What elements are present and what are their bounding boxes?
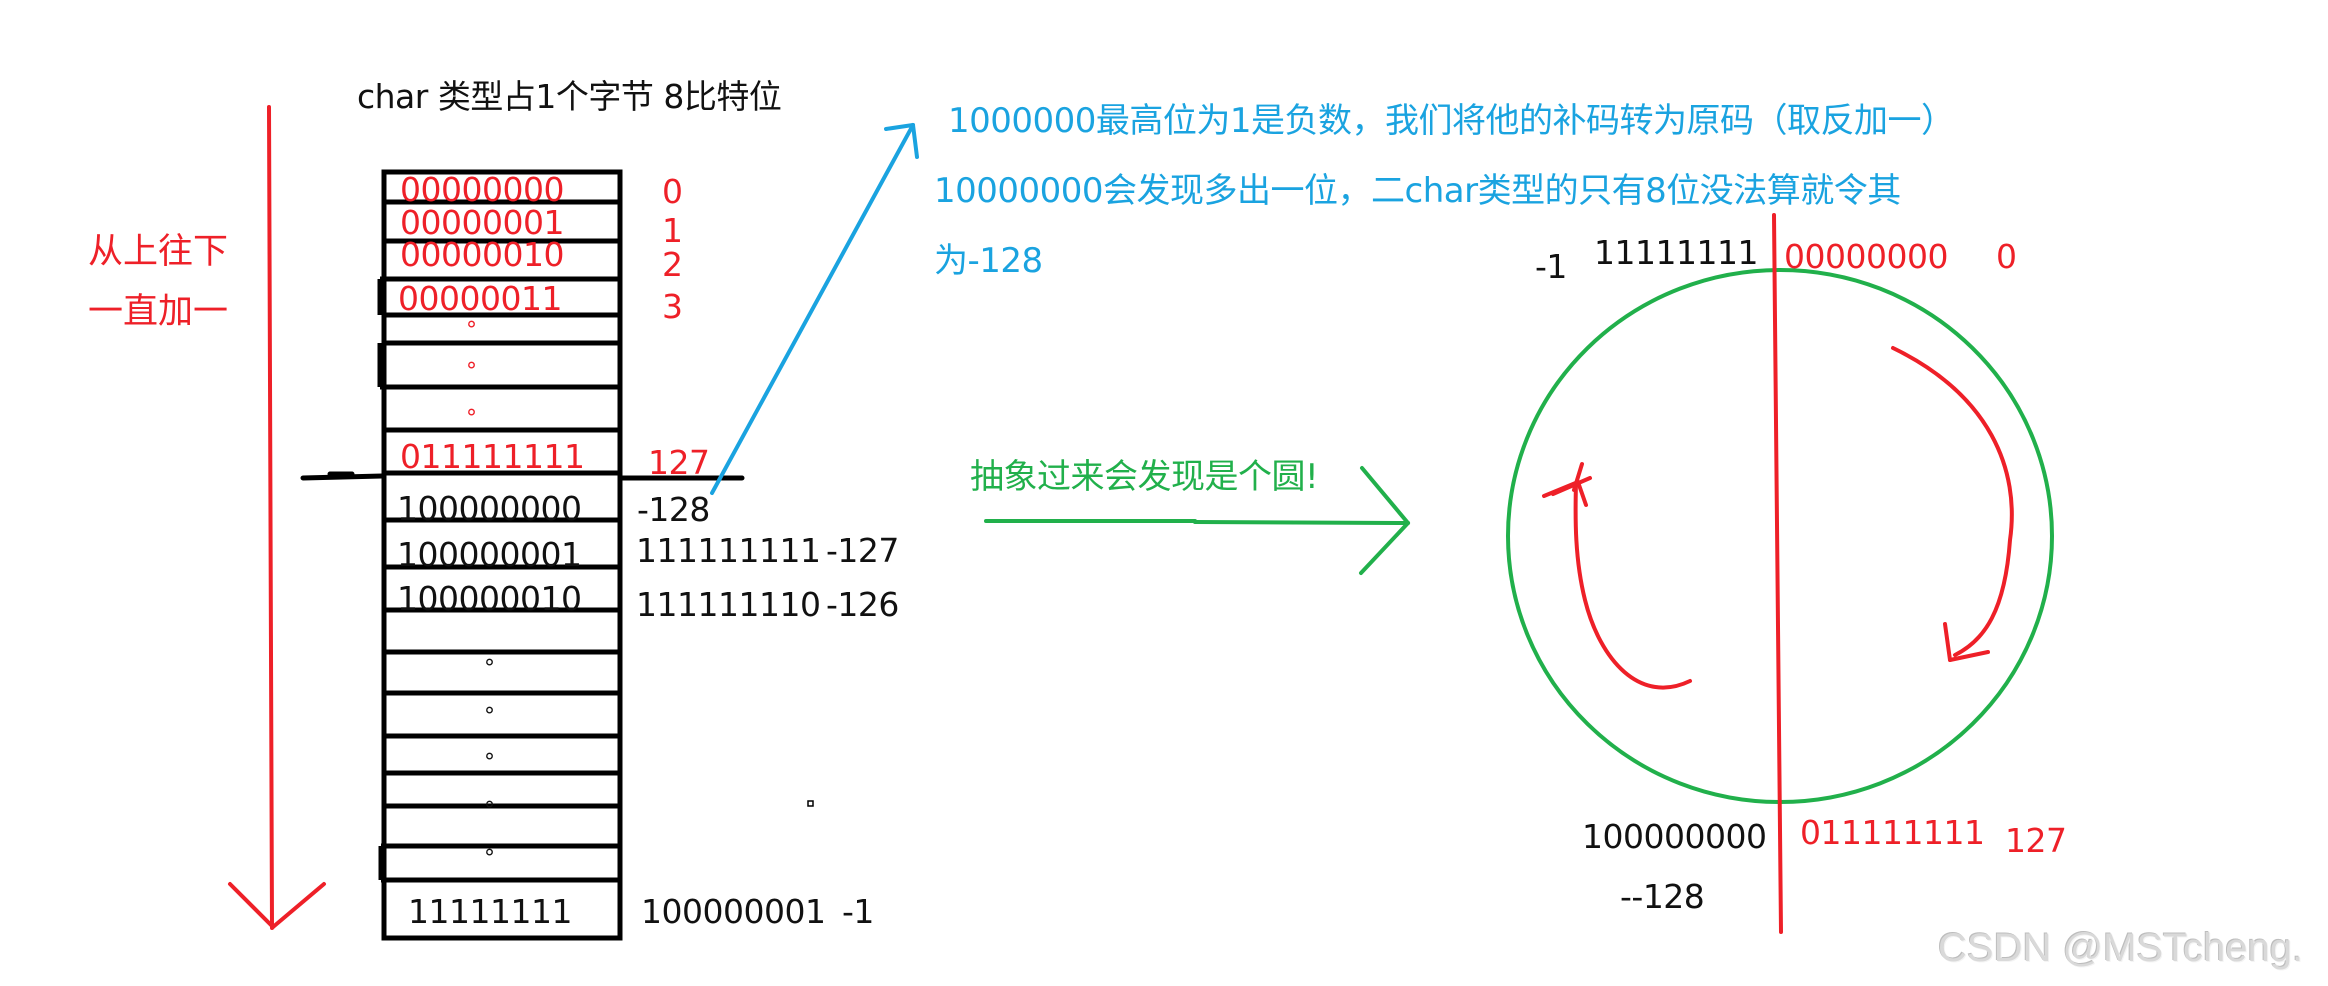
abstraction-label: 抽象过来会发现是个圆! <box>970 457 1319 497</box>
circle-bottom-left-decimal: --128 <box>1620 877 1705 916</box>
row-decimal: -128 <box>637 490 710 529</box>
circle-top-left-decimal: -1 <box>1535 247 1567 286</box>
ellipsis-dot: ° <box>484 704 495 729</box>
explanation-line3: 为-128 <box>934 241 1043 281</box>
watermark: CSDN @MSTcheng. <box>1938 926 2304 970</box>
ellipsis-dot: ° <box>466 318 477 343</box>
row-complement: 111111110 <box>636 585 821 624</box>
ellipsis-dot: ° <box>466 359 477 384</box>
circle-divider-line <box>1772 213 1783 934</box>
ellipsis-dot: ° <box>484 846 495 871</box>
explanation-line2: 10000000会发现多出一位，二char类型的只有8位没法算就令其 <box>934 171 1901 211</box>
clockwise-arrow-icon <box>1891 346 2014 662</box>
circle-bottom-left-binary: 100000000 <box>1582 817 1767 856</box>
ellipsis-dot: ° <box>484 798 495 823</box>
ellipsis-dot: ° <box>484 656 495 681</box>
circle-bottom-right-binary: 011111111 <box>1800 813 1985 852</box>
circle-top-right-decimal: 0 <box>1996 237 2017 276</box>
row-complement: 100000001 <box>641 892 826 931</box>
pointer-arrow-icon <box>710 123 919 495</box>
row-decimal: 0 <box>662 172 683 211</box>
row-binary: 11111111 <box>408 892 572 931</box>
row-decimal: 2 <box>662 245 683 284</box>
row-binary: 00000000 <box>400 170 564 209</box>
row-binary: 011111111 <box>400 437 585 476</box>
direction-label-line2: 一直加一 <box>88 292 229 332</box>
row-decimal: 1 <box>662 211 683 250</box>
circle-top-right-binary: 00000000 <box>1784 237 1948 276</box>
counterclockwise-arrow-icon <box>1542 462 1692 690</box>
row-complement: 111111111 <box>636 531 821 570</box>
diagram-title: char 类型占1个字节 8比特位 <box>357 77 782 116</box>
row-binary: 00000011 <box>398 279 562 318</box>
circle-bottom-right-decimal: 127 <box>2005 821 2067 860</box>
row-decimal: -126 <box>826 585 899 624</box>
row-binary: 00000010 <box>400 235 564 274</box>
row-binary: 100000010 <box>397 579 582 618</box>
row-binary: 100000001 <box>397 535 582 574</box>
row-binary: 00000001 <box>400 203 564 242</box>
ellipsis-dot: ° <box>484 750 495 775</box>
stray-mark <box>807 800 814 807</box>
row-binary: 100000000 <box>397 489 582 528</box>
row-decimal: -1 <box>842 892 874 931</box>
right-arrow-icon <box>984 466 1410 575</box>
row-decimal: 127 <box>648 443 710 482</box>
direction-label-line1: 从上往下 <box>88 232 229 272</box>
explanation-line1: 1000000最高位为1是负数，我们将他的补码转为原码（取反加一） <box>948 101 1955 141</box>
row-decimal: 3 <box>662 287 683 326</box>
circle-top-left-binary: 11111111 <box>1594 233 1758 272</box>
ellipsis-dot: ° <box>466 406 477 431</box>
down-arrow-icon <box>228 105 326 930</box>
byte-table-grid <box>377 169 623 941</box>
row-decimal: -127 <box>826 531 899 570</box>
